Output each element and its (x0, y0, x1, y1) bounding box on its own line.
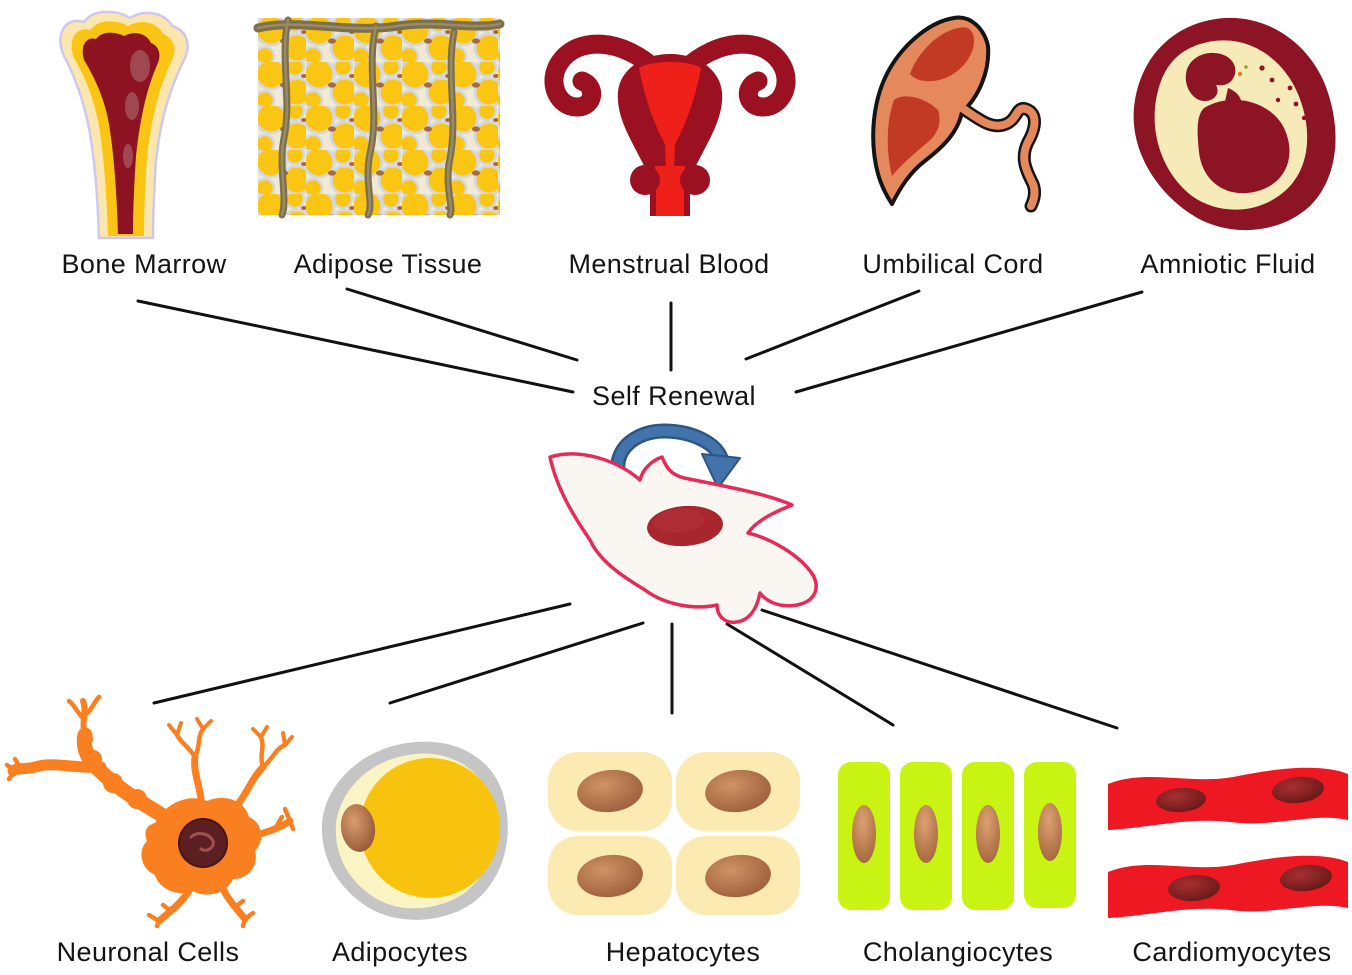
bone-marrow-icon (59, 10, 189, 240)
adipose-tissue-icon (253, 16, 505, 219)
neuron-icon (4, 694, 296, 929)
label-self-renewal: Self Renewal (592, 381, 756, 411)
line-amniotic-to-center (794, 290, 1144, 394)
self-renewal-arrow-icon (610, 423, 741, 489)
label-cholangiocytes: Cholangiocytes (862, 937, 1054, 967)
connector-lines (136, 287, 1144, 730)
stem-cell-icon (548, 452, 818, 625)
label-menstrual-blood: Menstrual Blood (568, 249, 770, 279)
line-adipose-to-center (345, 287, 579, 362)
label-bone-marrow: Bone Marrow (61, 249, 227, 279)
cholangiocyte-cells-icon (838, 762, 1076, 910)
line-bone-marrow-to-center (136, 299, 575, 394)
line-center-to-neuronal (152, 602, 572, 705)
label-adipose-tissue: Adipose Tissue (293, 249, 483, 279)
hepatocyte-cells-icon (548, 752, 800, 915)
label-adipocytes: Adipocytes (331, 937, 469, 967)
label-amniotic-fluid: Amniotic Fluid (1140, 249, 1316, 279)
cardiomyocyte-fibers-icon (1108, 767, 1348, 918)
label-cardiomyocytes: Cardiomyocytes (1132, 937, 1332, 967)
line-center-to-adipocytes (388, 621, 645, 705)
fetus-amniotic-sac-icon (1133, 17, 1336, 231)
adipocyte-icon (321, 741, 508, 920)
line-umbilical-to-center (744, 289, 921, 361)
label-umbilical-cord: Umbilical Cord (862, 249, 1044, 279)
line-center-to-cardiomyocytes (760, 608, 1119, 730)
placenta-cord-icon (871, 15, 1041, 213)
line-center-to-cholangiocytes (725, 622, 895, 727)
label-hepatocytes: Hepatocytes (605, 937, 761, 967)
label-neuronal-cells: Neuronal Cells (56, 937, 240, 967)
uterus-icon (544, 34, 796, 216)
